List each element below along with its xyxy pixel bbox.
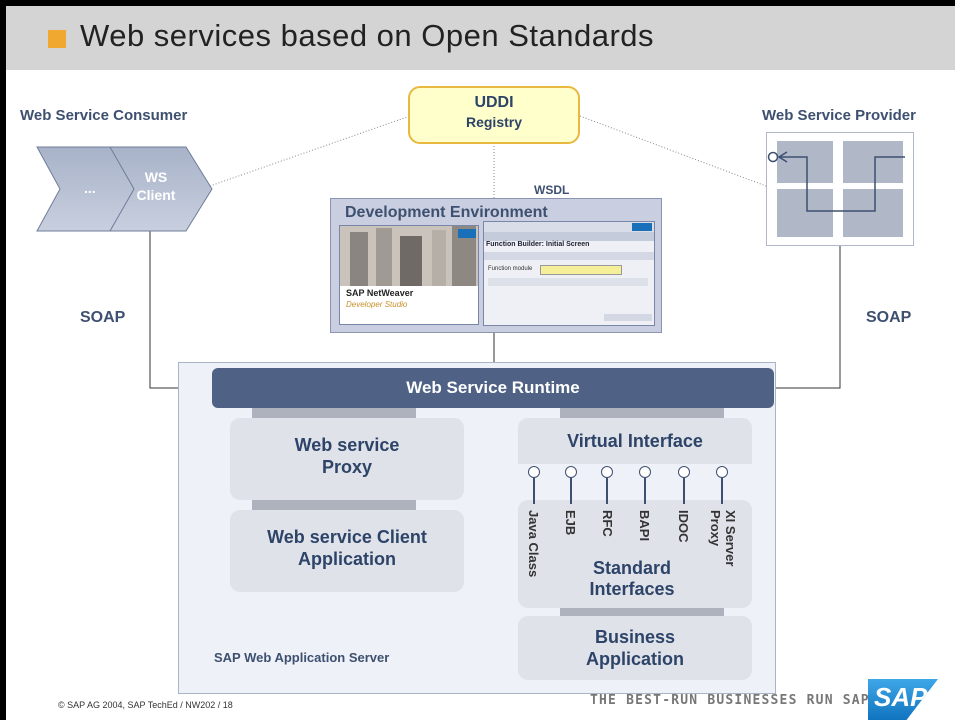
development-environment-box: Development Environment SAP NetWeaver De… — [330, 198, 662, 333]
interface-stem — [644, 478, 646, 504]
uddi-registry-box: UDDI Registry — [408, 86, 580, 144]
web-service-provider-graphic — [766, 132, 914, 246]
connector-proxy-client — [252, 500, 416, 510]
studio-splash-graphic — [340, 226, 478, 286]
left-border — [0, 0, 6, 720]
virtual-interface-box: Virtual Interface — [518, 418, 752, 464]
business-app-line2: Application — [586, 649, 684, 669]
interface-idoc: IDOC — [676, 510, 691, 543]
interface-port-icon — [639, 466, 651, 478]
ws-client-line2: Client — [136, 187, 176, 203]
chevron-ellipsis: ... — [84, 180, 96, 196]
interface-port-icon — [716, 466, 728, 478]
interface-bapi: BAPI — [637, 510, 652, 542]
interface-port-icon — [528, 466, 540, 478]
sap-slogan: THE BEST-RUN BUSINESSES RUN SAP — [590, 693, 870, 708]
standard-interfaces-line1: Standard — [592, 558, 671, 578]
standard-interfaces-label: Standard Interfaces — [552, 558, 712, 600]
client-application-box: Web service Client Application — [230, 510, 464, 592]
dev-env-title: Development Environment — [345, 204, 548, 221]
provider-tile — [843, 141, 903, 183]
proxy-line1: Web service — [294, 435, 400, 455]
ws-client-line1: WS — [144, 169, 168, 185]
title-bar — [6, 6, 955, 70]
provider-tile — [843, 189, 903, 237]
studio-product: Developer Studio — [346, 300, 408, 309]
interface-xi-server-proxy: XI Server Proxy — [708, 510, 738, 567]
web-service-proxy-box: Web service Proxy — [230, 418, 464, 500]
interface-java-class: Java Class — [526, 510, 541, 578]
business-application-box: Business Application — [518, 616, 752, 680]
interface-stem — [683, 478, 685, 504]
wsdl-label: WSDL — [534, 183, 570, 197]
function-builder-screenshot: Function Builder: Initial Screen Functio… — [483, 221, 655, 326]
connector-runtime-proxy — [252, 408, 416, 418]
consumer-header: Web Service Consumer — [20, 107, 188, 124]
provider-tile — [777, 189, 833, 237]
interface-port-icon — [678, 466, 690, 478]
was-label: SAP Web Application Server — [214, 650, 390, 665]
fb-title: Function Builder: Initial Screen — [486, 241, 590, 248]
soap-right-label: SOAP — [866, 309, 912, 326]
interface-port-icon — [565, 466, 577, 478]
ws-client-label: WS Client — [128, 168, 184, 204]
interface-stem — [570, 478, 572, 504]
interface-rfc: RFC — [600, 510, 615, 537]
interface-port-icon — [601, 466, 613, 478]
client-app-line2: Application — [298, 549, 396, 569]
title-bullet-icon — [48, 30, 66, 48]
standard-interfaces-line2: Interfaces — [589, 579, 675, 599]
uddi-label: UDDI — [474, 94, 514, 111]
web-service-runtime-bar: Web Service Runtime — [212, 368, 774, 408]
developer-studio-screenshot: SAP NetWeaver Developer Studio — [339, 225, 479, 325]
provider-header: Web Service Provider — [762, 107, 916, 124]
interface-stem — [606, 478, 608, 504]
interface-stem — [721, 478, 723, 504]
interface-stem — [533, 478, 535, 504]
provider-flow-arrow-icon — [767, 151, 905, 212]
consumer-chevrons — [36, 146, 213, 232]
interface-ejb: EJB — [563, 510, 578, 536]
standard-interfaces-box: Standard Interfaces — [518, 500, 752, 608]
registry-label: Registry — [465, 114, 523, 130]
top-border — [0, 0, 955, 6]
proxy-line2: Proxy — [321, 457, 373, 477]
connector-runtime-virtual — [560, 408, 724, 418]
fb-field-label: Function module — [488, 266, 533, 272]
connector-interfaces-business — [560, 608, 724, 616]
client-app-line1: Web service Client — [267, 527, 427, 547]
soap-left-label: SOAP — [80, 309, 126, 326]
slide-title: Web services based on Open Standards — [80, 18, 655, 53]
copyright-footer: © SAP AG 2004, SAP TechEd / NW202 / 18 — [58, 700, 233, 710]
studio-brand: SAP NetWeaver — [346, 288, 414, 298]
chevron-ws-client — [109, 146, 213, 232]
business-app-line1: Business — [594, 627, 676, 647]
